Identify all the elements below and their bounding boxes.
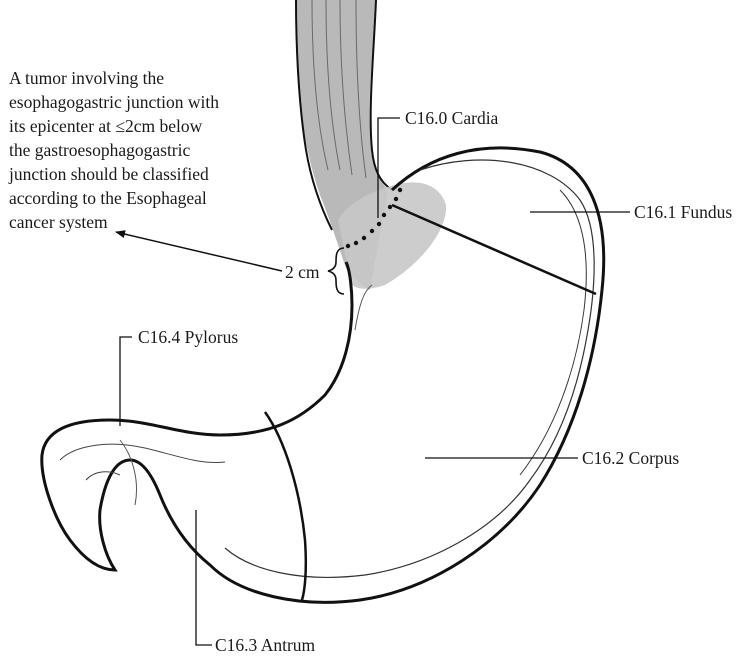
- note-line: according to the Esophageal: [9, 188, 207, 208]
- cardia-label: C16.0 Cardia: [405, 108, 499, 128]
- distance-label: 2 cm: [285, 262, 320, 282]
- note-line: esophagogastric junction with: [9, 92, 219, 112]
- note-line: junction should be classified: [8, 164, 209, 184]
- antrum-label: C16.3 Antrum: [215, 635, 316, 655]
- note-arrow: [116, 232, 282, 271]
- antrum-boundary-line: [265, 412, 306, 600]
- note-line: A tumor involving the: [9, 68, 164, 88]
- note-line: its epicenter at ≤2cm below: [9, 116, 203, 136]
- corpus-label: C16.2 Corpus: [582, 448, 679, 468]
- fundus-label: C16.1 Fundus: [634, 202, 732, 222]
- stomach-outer-wall: [42, 148, 604, 602]
- stomach: [42, 148, 604, 602]
- note-line: cancer system: [9, 212, 108, 232]
- pylorus-label: C16.4 Pylorus: [138, 327, 238, 347]
- antrum-leader: [196, 510, 212, 645]
- pylorus-leader: [120, 337, 132, 426]
- classification-note: A tumor involving the esophagogastric ju…: [8, 68, 223, 232]
- note-line: the gastroesophagogastric: [9, 140, 190, 160]
